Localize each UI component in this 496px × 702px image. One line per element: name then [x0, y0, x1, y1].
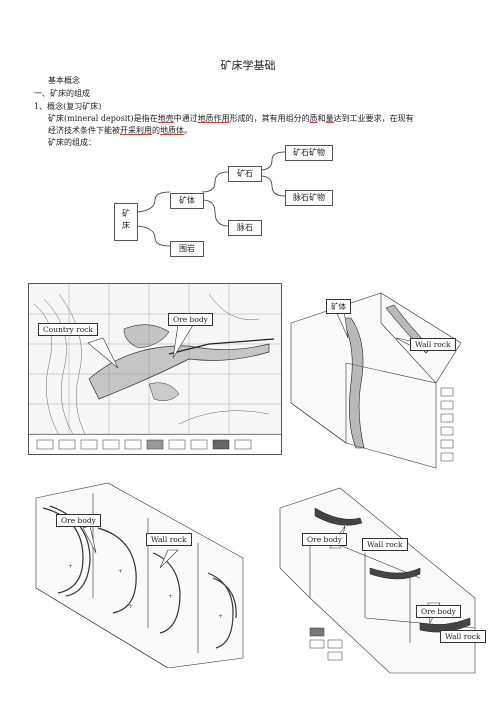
label-country-rock: Country rock — [38, 323, 98, 336]
subsection-heading: 一、矿床的组成 — [34, 89, 90, 98]
label-block-wall-rock: Wall rock — [410, 338, 456, 351]
label-map-ore-body: Ore body — [168, 313, 213, 326]
label-stepped-wall-rock-1: Wall rock — [362, 538, 408, 551]
label-block-orebody: 矿体 — [326, 299, 351, 314]
geological-map-drawing — [29, 284, 281, 454]
definition-line-1: 矿床(mineral deposit)是指在地壳中通过地质作用形成的，其有用组分… — [48, 114, 414, 123]
svg-text:+: + — [168, 593, 173, 600]
composition-tree-lines — [137, 151, 286, 247]
tree-node-gangue-mineral: 脉石矿物 — [285, 190, 333, 206]
page-title: 矿床学基础 — [220, 59, 276, 72]
svg-text:+: + — [118, 568, 123, 575]
svg-text:+: + — [218, 613, 223, 620]
tree-node-country-rock: 围岩 — [170, 241, 204, 257]
concept-heading: 1、概念(复习矿床) — [34, 102, 102, 111]
block-diagram-figure — [290, 292, 462, 469]
label-stepped-wall-rock-2: Wall rock — [440, 630, 486, 643]
map-legend-strip — [29, 434, 281, 454]
composition-label: 矿床的组成： — [48, 138, 96, 147]
map-callout-pointers — [87, 324, 194, 369]
tree-node-ore: 矿石 — [228, 166, 262, 182]
folded-orebody-figure: + + + + + — [35, 482, 244, 668]
definition-line-2: 经济技术条件下能被开采利用的地质体。 — [48, 126, 192, 135]
tree-node-deposit: 矿床 — [114, 203, 138, 241]
geological-map-figure — [28, 283, 282, 455]
tree-node-gangue: 脉石 — [228, 220, 262, 236]
label-stepped-ore-body-1: Ore body — [302, 533, 347, 546]
label-folded-ore-body: Ore body — [56, 514, 101, 527]
label-stepped-ore-body-2: Ore body — [416, 605, 461, 618]
section-heading: 基本概念 — [48, 76, 80, 85]
tree-node-orebody: 矿体 — [170, 193, 204, 209]
stepped-block-figure — [279, 487, 476, 674]
tree-node-ore-mineral: 矿石矿物 — [285, 145, 333, 161]
label-folded-wall-rock: Wall rock — [146, 533, 192, 546]
svg-text:+: + — [68, 563, 73, 570]
svg-text:+: + — [128, 603, 133, 610]
